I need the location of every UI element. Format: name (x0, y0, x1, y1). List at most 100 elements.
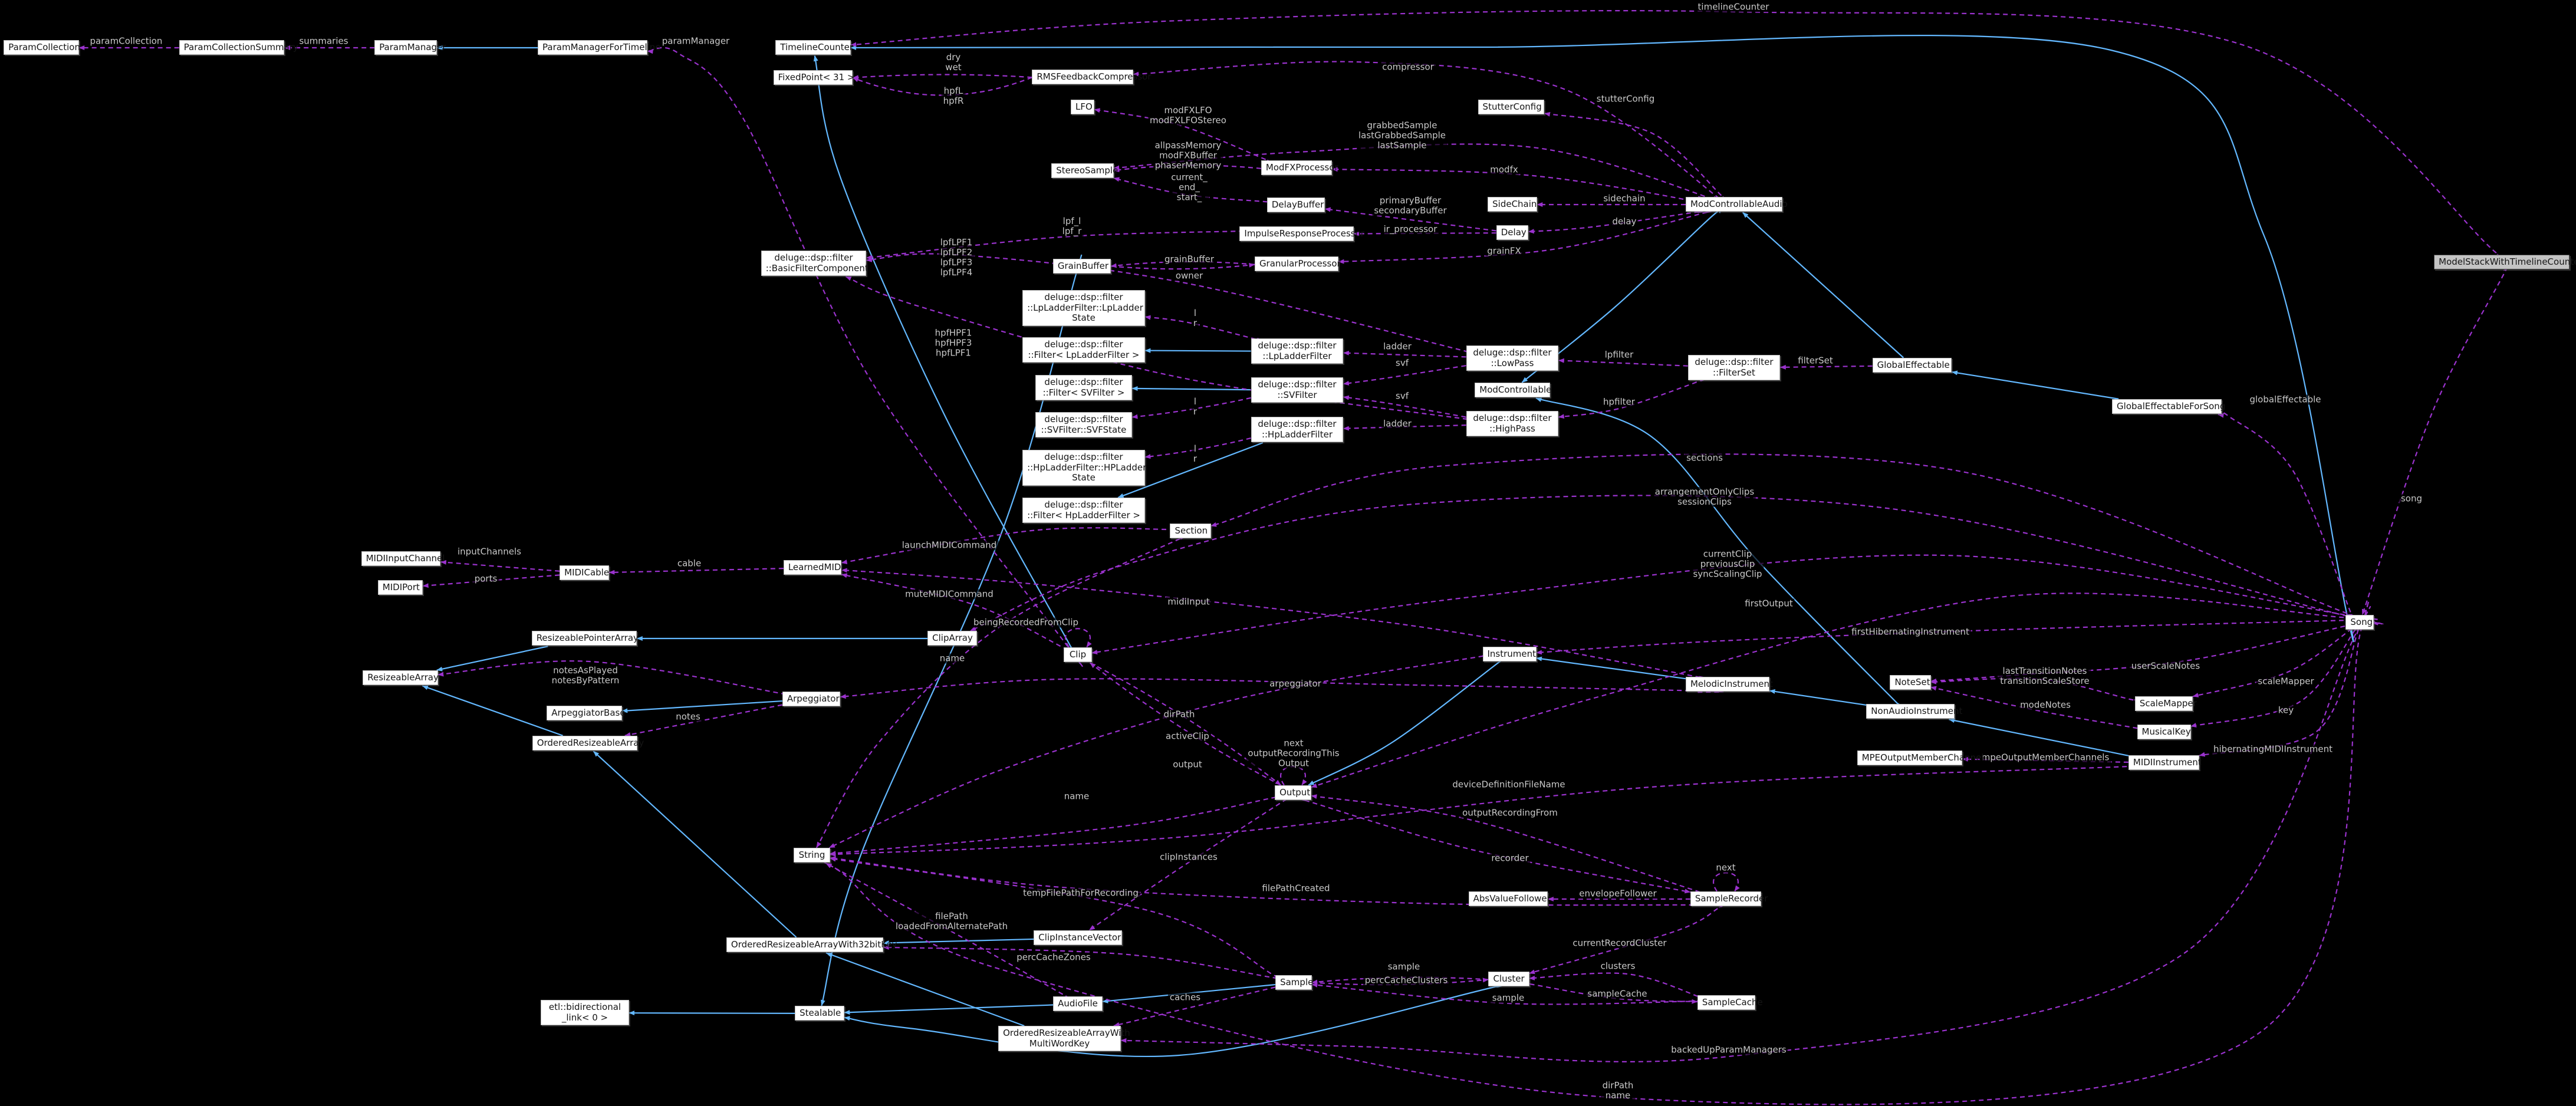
class-node-Song[interactable]: Song (2345, 614, 2374, 630)
class-node-GlobalEffectableForSong[interactable]: GlobalEffectableForSong (2112, 399, 2225, 414)
edge-mca-dly (1528, 209, 1712, 234)
class-node-TimelineCounter[interactable]: TimelineCounter (775, 40, 853, 55)
class-node-Output[interactable]: Output (1275, 785, 1311, 801)
edge-fs-hp (1558, 375, 1715, 419)
class-node-deluge-dsp-filter-Filter-LpLadderFilter-[interactable]: deluge::dsp::filter ::Filter< LpLadderFi… (1022, 337, 1145, 363)
class-node-String[interactable]: String (794, 847, 830, 863)
class-node-GranularProcessor[interactable]: GranularProcessor (1254, 256, 1341, 272)
class-node-deluge-dsp-filter-LpLadderFilter[interactable]: deluge::dsp::filter ::LpLadderFilter (1251, 338, 1344, 364)
class-node-Cluster[interactable]: Cluster (1488, 971, 1529, 987)
class-node-ParamCollection[interactable]: ParamCollection (4, 40, 80, 55)
edge-ora-ra (422, 685, 564, 736)
class-node-MIDIInstrument[interactable]: MIDIInstrument (2128, 755, 2202, 771)
class-node-ClipInstanceVector[interactable]: ClipInstanceVector (1034, 930, 1122, 946)
class-node-Stealable[interactable]: Stealable (795, 1005, 844, 1021)
class-node-ParamManagerForTimeline[interactable]: ParamManagerForTimeline (538, 40, 661, 55)
edge-arp-ra (437, 660, 801, 697)
class-node-deluge-dsp-filter-LpLadderFilter-LpLadder-State[interactable]: deluge::dsp::filter ::LpLadderFilter::Lp… (1022, 290, 1145, 326)
class-node-Clip[interactable]: Clip (1064, 647, 1092, 663)
class-node-etl-bidirectional-link-0-[interactable]: etl::bidirectional _link< 0 > (541, 1000, 629, 1025)
class-node-Delay[interactable]: Delay (1496, 225, 1529, 241)
class-node-SampleRecorder[interactable]: SampleRecorder (1690, 891, 1768, 907)
class-node-LearnedMIDI[interactable]: LearnedMIDI (783, 559, 844, 575)
class-node-SideChain[interactable]: SideChain (1488, 196, 1537, 212)
edge-ges-ge (1951, 370, 2119, 400)
edge-rms-fp (852, 77, 1032, 96)
class-node-NonAudioInstrument[interactable]: NonAudioInstrument (1866, 703, 1962, 719)
class-node-Section[interactable]: Section (1170, 523, 1211, 539)
class-node-ModFXProcessor[interactable]: ModFXProcessor (1261, 160, 1338, 176)
edge-clip-clip (1064, 628, 1092, 648)
edge-sr-out (1311, 794, 1715, 897)
class-node-ResizeablePointerArray[interactable]: ResizeablePointerArray (531, 630, 639, 646)
class-node-deluge-dsp-filter-Filter-HpLadderFilter-[interactable]: deluge::dsp::filter ::Filter< HpLadderFi… (1022, 498, 1145, 523)
class-node-deluge-dsp-filter-Filter-SVFilter-[interactable]: deluge::dsp::filter ::Filter< SVFilter > (1035, 375, 1132, 400)
edge-sca-smp (1311, 982, 1713, 1005)
edge-mca-ss (1113, 143, 1730, 205)
class-node-MIDIPort[interactable]: MIDIPort (377, 580, 423, 595)
class-node-OrderedResizeableArray[interactable]: OrderedResizeableArray (532, 735, 644, 751)
class-node-ScaleMapper[interactable]: ScaleMapper (2134, 696, 2197, 712)
edge-db-ss (1113, 177, 1272, 203)
edge-song-out (1311, 592, 2374, 788)
edge-rpa-ra (436, 646, 548, 672)
class-node-ClipArray[interactable]: ClipArray (927, 630, 977, 646)
class-node-LFO[interactable]: LFO (1071, 99, 1094, 115)
class-node-Instrument[interactable]: Instrument (1482, 646, 1537, 662)
class-node-StereoSample[interactable]: StereoSample (1051, 163, 1118, 179)
edge-sm-ns (1930, 677, 2139, 702)
class-node-ResizeableArray[interactable]: ResizeableArray (363, 670, 439, 686)
class-node-Sample[interactable]: Sample (1275, 975, 1313, 990)
class-node-deluge-dsp-filter-BasicFilterComponent[interactable]: deluge::dsp::filter ::BasicFilterCompone… (761, 251, 868, 276)
class-node-AudioFile[interactable]: AudioFile (1053, 996, 1103, 1012)
edge-hlf-fhp (1117, 442, 1264, 499)
class-node-deluge-dsp-filter-SVFilter[interactable]: deluge::dsp::filter ::SVFilter (1251, 377, 1344, 403)
class-node-RMSFeedbackCompressor[interactable]: RMSFeedbackCompressor (1032, 69, 1152, 85)
edge-song-clip (1091, 554, 2380, 655)
class-node-AbsValueFollower[interactable]: AbsValueFollower (1468, 891, 1551, 907)
class-node-deluge-dsp-filter-HighPass[interactable]: deluge::dsp::filter ::HighPass (1466, 411, 1559, 436)
edge-msl-tc (850, 10, 2517, 270)
class-node-OrderedResizeableArrayWith-MultiWordKey[interactable]: OrderedResizeableArrayWith MultiWordKey (998, 1026, 1130, 1051)
class-node-ModControllableAudio[interactable]: ModControllableAudio (1686, 196, 1788, 212)
class-node-DelayBuffer[interactable]: DelayBuffer (1266, 197, 1325, 213)
class-node-ArpeggiatorBase[interactable]: ArpeggiatorBase (547, 705, 626, 721)
edge-song-ns (1930, 621, 2362, 683)
class-node-deluge-dsp-filter-FilterSet[interactable]: deluge::dsp::filter ::FilterSet (1687, 355, 1781, 380)
edge-ge-mca (1742, 212, 1904, 358)
edge-smp-str (830, 857, 1285, 982)
class-node-ParamManager[interactable]: ParamManager (374, 40, 446, 55)
class-node-MPEOutputMemberChannel[interactable]: MPEOutputMemberChannel (1857, 750, 1984, 766)
class-node-NoteSet[interactable]: NoteSet (1890, 674, 1931, 690)
class-node-GrainBuffer[interactable]: GrainBuffer (1052, 258, 1111, 274)
class-node-SampleCache[interactable]: SampleCache (1697, 995, 1763, 1010)
class-node-MelodicInstrument[interactable]: MelodicInstrument (1685, 676, 1773, 692)
edge-mca-stc (1544, 111, 1729, 202)
edge-out-civ (1088, 794, 1293, 931)
class-node-MIDIInputChannel[interactable]: MIDIInputChannel (361, 551, 445, 567)
edge-o32-ora (593, 750, 797, 938)
class-node-OrderedResizeableArrayWith32bitKey[interactable]: OrderedResizeableArrayWith32bitKey (726, 937, 897, 953)
edge-smp-o32 (883, 944, 1285, 980)
edge-sr-clu (1529, 905, 1723, 975)
class-node-MusicalKey[interactable]: MusicalKey (2137, 724, 2191, 740)
edge-mfx-ss (1113, 164, 1262, 173)
class-node-ImpulseResponseProcessor[interactable]: ImpulseResponseProcessor (1239, 226, 1364, 242)
edge-msl-song (2361, 261, 2511, 615)
class-node-ModControllable[interactable]: ModControllable (1475, 382, 1551, 398)
edge-mcb-mip (422, 574, 560, 588)
class-node-MIDICable[interactable]: MIDICable (560, 565, 609, 581)
class-node-ParamCollectionSummary[interactable]: ParamCollectionSummary (179, 40, 298, 55)
class-node-Arpeggiator[interactable]: Arpeggiator (782, 691, 841, 707)
class-node-deluge-dsp-filter-HpLadderFilter[interactable]: deluge::dsp::filter ::HpLadderFilter (1251, 417, 1344, 442)
edge-song-ges (2217, 411, 2357, 626)
class-node-FixedPoint-31-[interactable]: FixedPoint< 31 > (773, 70, 854, 85)
class-node-GlobalEffectable[interactable]: GlobalEffectable (1872, 357, 1952, 373)
edge-midi-nai (1948, 718, 2129, 756)
class-node-StutterConfig[interactable]: StutterConfig (1478, 99, 1545, 115)
class-node-deluge-dsp-filter-HpLadderFilter-HPLadder-State[interactable]: deluge::dsp::filter ::HpLadderFilter::HP… (1022, 450, 1146, 486)
class-node-deluge-dsp-filter-SVFilter-SVFState[interactable]: deluge::dsp::filter ::SVFilter::SVFState (1035, 412, 1132, 437)
edge-omw-o32 (825, 952, 1025, 1027)
edge-hp-hlf (1343, 424, 1466, 431)
class-node-deluge-dsp-filter-LowPass[interactable]: deluge::dsp::filter ::LowPass (1466, 345, 1559, 371)
